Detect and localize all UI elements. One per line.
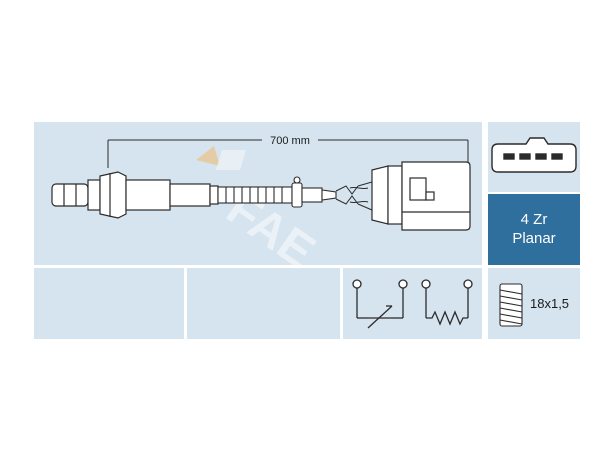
element-type-label: 4 Zr Planar — [488, 210, 580, 248]
empty-panel-2 — [187, 268, 340, 339]
watermark-logo: FAE — [196, 146, 324, 279]
element-type-panel — [488, 194, 580, 265]
empty-panel-1 — [34, 268, 184, 339]
cable-wires — [335, 181, 373, 211]
cable-length-label: 700 mm — [270, 135, 310, 147]
four-pin-connector-icon — [491, 137, 577, 173]
thread-size-label: 18x1,5 — [530, 296, 570, 311]
sensor-probe — [51, 171, 219, 219]
circuit-panel — [343, 268, 482, 339]
heated-sensor-circuit-icon — [352, 279, 473, 329]
threaded-bolt-icon — [499, 283, 523, 327]
dimension-line — [107, 139, 469, 168]
connector-plug — [371, 161, 471, 231]
element-type-line2: Planar — [512, 230, 556, 247]
element-type-line1: 4 Zr — [520, 211, 548, 228]
cable-sleeve — [217, 176, 337, 208]
